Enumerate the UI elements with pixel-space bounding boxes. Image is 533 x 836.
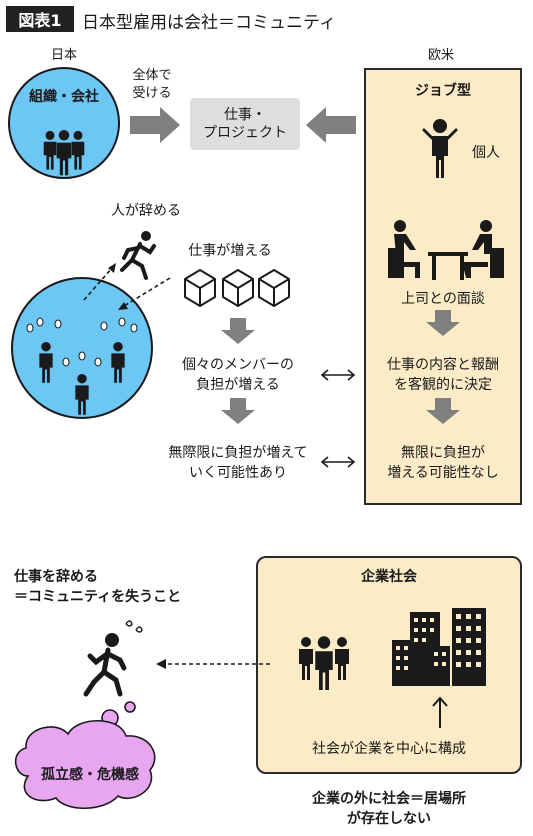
west-heading: 欧米 [427, 48, 454, 63]
no-limit-label-2: 増える可能性なし [387, 465, 499, 481]
burden-label-1: 個々のメンバーの [182, 357, 294, 373]
corp-society-label: 企業社会 [361, 569, 417, 585]
decide-label-2: を客観的に決定 [394, 377, 492, 393]
dashed-arrow-in-icon [123, 277, 171, 307]
thought-cloud-icon [14, 701, 156, 809]
outside-label-2: が存在しない [347, 811, 431, 827]
dashed-arrow-out-icon [83, 267, 113, 301]
job-type-label: ジョブ型 [415, 83, 471, 99]
society-center-label: 社会が企業を中心に構成 [312, 741, 466, 757]
sweat-drops-icon [26, 317, 138, 367]
work-label-1: 仕事・ [224, 107, 266, 123]
individual-label: 個人 [472, 145, 500, 161]
figure-tag: 図表1 [6, 6, 74, 32]
building-windows [396, 614, 481, 670]
quit-community-label-2: ＝コミュニティを失うこと [14, 589, 182, 605]
up-arrow-icon [432, 696, 448, 728]
arrow-left-icon [306, 107, 356, 143]
receive-label-1: 全体で [132, 68, 172, 83]
org-circle [8, 67, 120, 179]
work-project-box: 仕事・ プロジェクト [190, 98, 300, 150]
leaving-person-icon [83, 633, 127, 697]
outside-label-1: 企業の外に社会＝居場所 [312, 791, 466, 807]
interview-icon [388, 220, 504, 280]
unlimited-label-2: いく可能性あり [189, 465, 287, 481]
arrow-right-icon [130, 107, 180, 143]
figure-title: 日本型雇用は会社＝コミュニティ [82, 13, 336, 33]
japan-heading: 日本 [50, 48, 77, 63]
corporate-people-icon [299, 636, 349, 690]
receive-label-2: 受ける [132, 86, 172, 101]
isolation-label: 孤立感・危機感 [41, 767, 139, 783]
quit-label: 人が辞める [111, 203, 181, 219]
running-person-icon [120, 231, 156, 280]
work-increase-label: 仕事が増える [188, 243, 272, 259]
decide-label-1: 仕事の内容と報酬 [387, 357, 499, 373]
individual-person-icon [422, 119, 458, 178]
job-type-panel [364, 68, 522, 505]
org-label: 組織・会社 [29, 89, 99, 105]
quit-community-label-1: 仕事を辞める [14, 569, 98, 585]
job-down-arrow-icon [426, 310, 460, 424]
member-circle [11, 277, 153, 419]
burden-label-2: 負担が増える [196, 377, 280, 393]
no-limit-label-1: 無限に負担が [401, 445, 485, 461]
down-arrow-icon [221, 318, 255, 424]
drops-icon [125, 620, 143, 633]
cubes-icon [184, 269, 290, 307]
double-arrow-icon [320, 369, 356, 468]
interview-label: 上司との面談 [401, 291, 485, 307]
unlimited-label-1: 無際限に負担が増えて [168, 445, 308, 461]
work-label-2: プロジェクト [203, 125, 287, 141]
